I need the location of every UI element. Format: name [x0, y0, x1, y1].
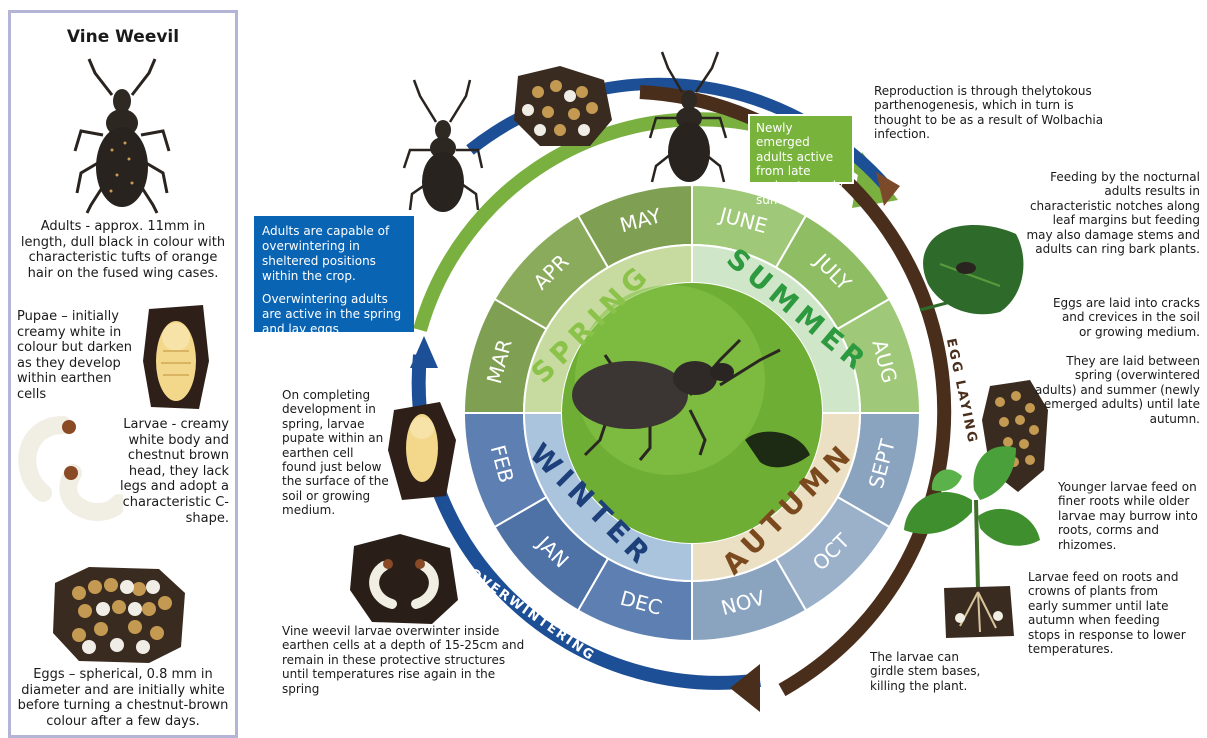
eggs-laid-text: Eggs are laid into cracks and crevices i…	[1048, 296, 1200, 339]
weevil-top-center-body	[668, 122, 710, 182]
pupa-in-cell	[388, 402, 456, 500]
egg-cluster-top	[514, 66, 612, 146]
notched-leaf	[920, 225, 1023, 314]
younger-larvae-text: Younger larvae feed on finer roots while…	[1058, 480, 1202, 552]
newly-emerged-callout: Newly emerged adults active from late sp…	[748, 114, 854, 184]
blue-arc-arrowhead	[410, 336, 438, 368]
girdle-text: The larvae can girdle stem bases, killin…	[870, 650, 986, 693]
overwintering-adults-callout: Adults are capable of overwintering in s…	[254, 216, 414, 332]
overwinter-larvae-text: Vine weevil larvae overwinter inside ear…	[282, 624, 526, 696]
overwinter-adults-text-1: Adults are capable of overwintering in s…	[262, 224, 406, 284]
weevil-top-left-body	[422, 152, 464, 212]
larvae-feeding-text: Larvae feed on roots and crowns of plant…	[1028, 570, 1188, 656]
eggs-laid-period-text: They are laid between spring (overwinter…	[1032, 354, 1200, 426]
overwinter-adults-text-2: Overwintering adults are active in the s…	[262, 292, 406, 337]
pupate-text: On completing development in spring, lar…	[282, 388, 390, 518]
brown-arc-arrowhead	[730, 664, 760, 712]
feeding-text: Feeding by the nocturnal adults results …	[1024, 170, 1200, 256]
reproduction-text: Reproduction is through thelytokous part…	[874, 84, 1106, 142]
larvae-in-cell	[350, 534, 458, 624]
